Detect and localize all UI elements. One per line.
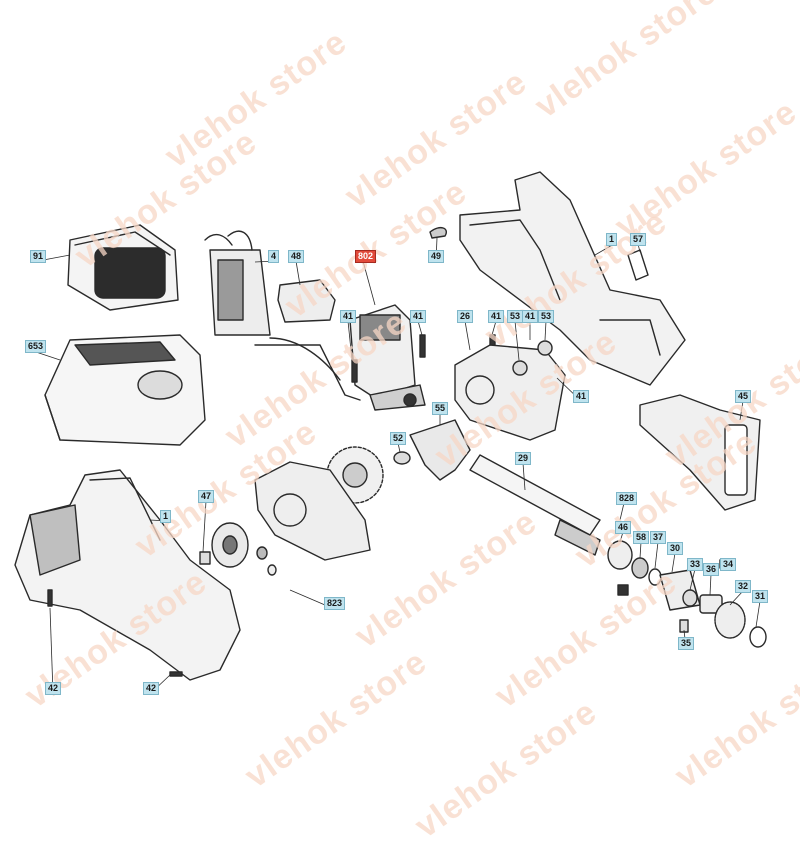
guard-plate-part [639,394,761,511]
part-callout-55[interactable]: 55 [432,402,449,415]
leader-line-41a [347,320,353,361]
washer-parts [256,546,277,576]
part-callout-41d[interactable]: 41 [522,310,539,323]
parts-illustration [14,171,767,694]
part-callout-52[interactable]: 52 [390,432,407,445]
part-callout-4[interactable]: 4 [268,250,280,263]
switch-cover-part [277,279,336,323]
part-callout-36[interactable]: 36 [703,563,720,576]
part-callout-1a[interactable]: 1 [606,233,618,246]
leader-line-42a [49,607,54,694]
part-callout-34[interactable]: 34 [720,558,737,571]
motor-part [349,304,426,411]
part-callout-46[interactable]: 46 [615,521,632,534]
part-callout-53b[interactable]: 53 [538,310,555,323]
part-callout-42a[interactable]: 42 [45,682,62,695]
leader-line-41c [491,320,497,336]
part-callout-41e[interactable]: 41 [573,390,590,403]
leader-line-29 [522,462,526,491]
leader-line-58 [639,541,642,559]
leader-line-48 [295,260,301,286]
pin-part [393,451,411,465]
part-callout-33[interactable]: 33 [687,558,704,571]
leader-line-37 [654,541,659,569]
part-callout-653[interactable]: 653 [25,340,47,353]
leader-line-802 [362,260,376,306]
part-callout-37[interactable]: 37 [650,531,667,544]
switch-module-part [204,230,361,401]
part-callout-29[interactable]: 29 [515,452,532,465]
part-callout-41c[interactable]: 41 [488,310,505,323]
housing-half-right-part [459,171,686,386]
part-callout-57[interactable]: 57 [630,233,647,246]
charger-part [44,334,206,446]
part-callout-30[interactable]: 30 [667,542,684,555]
part-callout-802[interactable]: 802 [355,250,377,263]
leader-line-26 [464,320,471,351]
leader-line-53a [514,320,520,361]
leader-line-31 [755,600,761,628]
leader-line-828 [619,502,625,521]
part-callout-53a[interactable]: 53 [507,310,524,323]
leader-line-41b [417,320,423,336]
leader-line-45 [739,400,744,421]
part-callout-823[interactable]: 823 [324,597,346,610]
part-callout-42b[interactable]: 42 [143,682,160,695]
bearing-part [199,522,249,568]
part-callout-58[interactable]: 58 [633,531,650,544]
part-callout-828[interactable]: 828 [616,492,638,505]
housing-screw-parts [47,589,183,677]
battery-pack-part [67,224,179,311]
bushing-part [512,360,528,376]
part-callout-47[interactable]: 47 [198,490,215,503]
leader-line-32 [729,590,744,606]
leader-line-33 [689,568,696,591]
leader-line-30 [671,552,676,573]
part-callout-48[interactable]: 48 [288,250,305,263]
part-callout-49[interactable]: 49 [428,250,445,263]
part-callout-41a[interactable]: 41 [340,310,357,323]
part-callout-31[interactable]: 31 [752,590,769,603]
part-callout-32[interactable]: 32 [735,580,752,593]
leader-line-36 [709,573,712,596]
clip-part [429,226,447,239]
part-callout-1b[interactable]: 1 [160,510,172,523]
plunger-guide-part [409,419,471,481]
label-part [627,249,649,281]
housing-half-left-part [14,469,241,681]
plunger-shaft-part [469,454,601,556]
part-callout-45[interactable]: 45 [735,390,752,403]
leader-line-47 [202,500,207,553]
part-callout-35[interactable]: 35 [678,637,695,650]
leader-line-53b [544,320,547,341]
gear-housing-part [454,344,566,441]
part-callout-26[interactable]: 26 [457,310,474,323]
part-callout-91[interactable]: 91 [30,250,47,263]
gear-housing-lower-part [254,461,371,561]
part-callout-41b[interactable]: 41 [410,310,427,323]
